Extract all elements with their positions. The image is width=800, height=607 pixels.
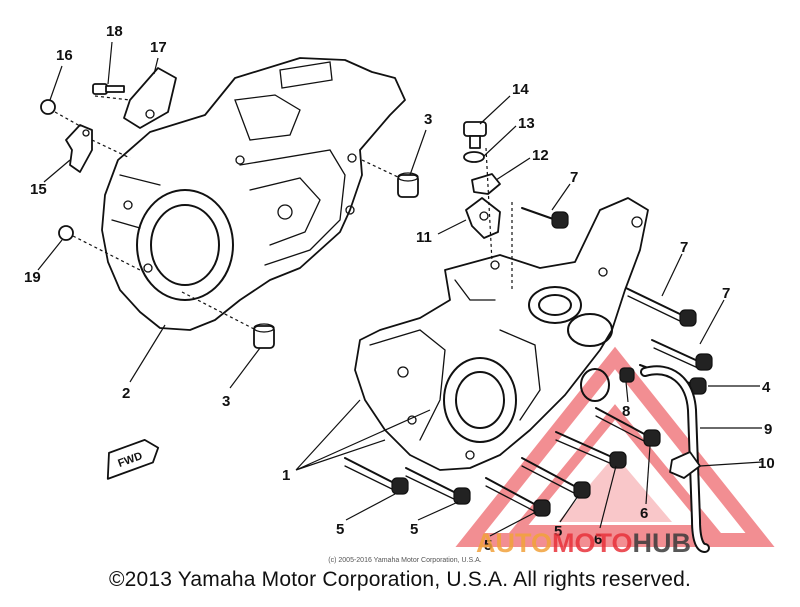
bolt-7-upper-icon xyxy=(521,207,569,229)
fwd-marker: FWD xyxy=(106,438,160,480)
callout-1: 1 xyxy=(282,467,290,484)
callout-6-a: 6 xyxy=(594,531,602,548)
bolts-6-group xyxy=(555,407,661,469)
guide-lines xyxy=(54,95,513,331)
hose-clamp-10-icon xyxy=(669,451,701,479)
callout-2: 2 xyxy=(122,385,130,402)
callout-16: 16 xyxy=(56,47,73,64)
callout-3-lower: 3 xyxy=(222,393,230,410)
small-credit-text: (c) 2005-2016 Yamaha Motor Corporation, … xyxy=(328,557,482,564)
callout-leaders xyxy=(37,41,763,537)
nut-19-icon xyxy=(58,225,74,241)
callout-15: 15 xyxy=(30,181,47,198)
bracket-15-icon xyxy=(65,124,93,173)
watermark-triangle-icon xyxy=(455,346,775,547)
callout-7-lower: 7 xyxy=(722,285,730,302)
right-crankcase-half xyxy=(354,197,649,471)
callout-6-b: 6 xyxy=(640,505,648,522)
watermark-hub: HUB xyxy=(633,528,692,558)
callout-11: 11 xyxy=(416,229,432,246)
callout-5-a: 5 xyxy=(336,521,344,538)
bolt-18-icon xyxy=(92,83,125,95)
callout-18: 18 xyxy=(106,23,123,40)
watermark-moto: MOTO xyxy=(552,528,633,558)
callout-10: 10 xyxy=(758,455,775,472)
callout-7-mid: 7 xyxy=(680,239,688,256)
callout-labels: 18 17 16 15 19 3 3 2 14 13 12 11 7 7 7 4… xyxy=(24,23,775,554)
left-crankcase-half xyxy=(101,57,406,331)
bracket-17-icon xyxy=(123,67,177,129)
callout-8: 8 xyxy=(622,403,630,420)
callout-3-upper: 3 xyxy=(424,111,432,128)
dowel-pin-upper xyxy=(397,172,419,198)
callout-9: 9 xyxy=(764,421,772,438)
bolt-14-icon xyxy=(463,121,487,149)
callout-13: 13 xyxy=(518,115,535,132)
bolt-7-mid-icon xyxy=(625,287,697,327)
svg-text:AUTOMOTOHUB: AUTOMOTOHUB xyxy=(476,528,691,558)
nut-16-icon xyxy=(40,99,56,115)
callout-5-d: 5 xyxy=(554,523,562,540)
watermark-wordmark: AUTOMOTOHUB xyxy=(476,528,691,558)
bolt-8-icon xyxy=(619,367,635,383)
callout-5-c: 5 xyxy=(484,537,492,554)
bolts-5-group xyxy=(344,457,591,517)
callout-5-b: 5 xyxy=(410,521,418,538)
clamp-11-icon xyxy=(465,197,501,239)
clamp-12-icon xyxy=(471,173,501,195)
watermark-auto: AUTO xyxy=(476,528,552,558)
washer-13-icon xyxy=(463,151,485,163)
callout-12: 12 xyxy=(532,147,549,164)
callout-7-upper: 7 xyxy=(570,169,578,186)
copyright-notice: ©2013 Yamaha Motor Corporation, U.S.A. A… xyxy=(108,568,692,591)
bolt-7-lower-icon xyxy=(651,339,713,371)
callout-19: 19 xyxy=(24,269,41,286)
dowel-pin-lower xyxy=(253,323,275,349)
breather-hose-9-icon xyxy=(640,365,710,553)
callout-4: 4 xyxy=(762,379,771,396)
callout-17: 17 xyxy=(150,39,167,56)
callout-14: 14 xyxy=(512,81,529,98)
